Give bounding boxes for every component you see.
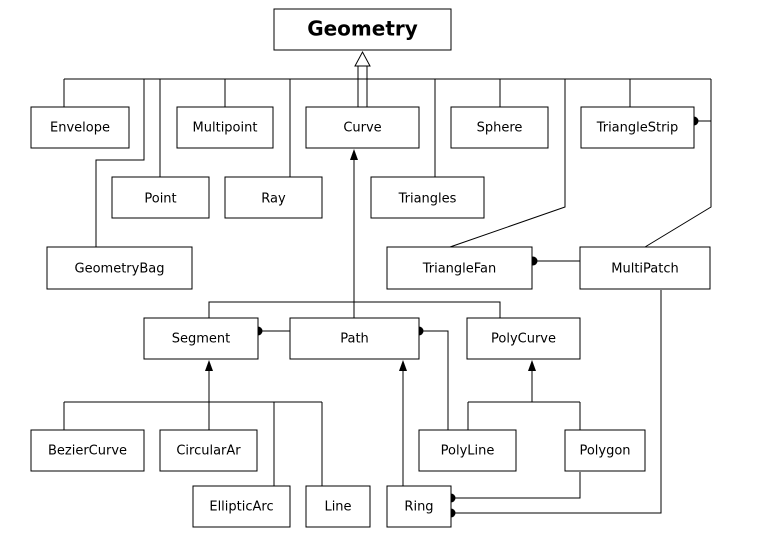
node-poly-line[interactable]: PolyLine xyxy=(418,429,517,472)
path-arrow-icon xyxy=(399,360,407,371)
node-curve[interactable]: Curve xyxy=(305,106,420,149)
connectors xyxy=(63,66,712,514)
node-line[interactable]: Line xyxy=(305,485,371,528)
node-label-geometry: Geometry xyxy=(307,17,418,41)
node-label: TriangleFan xyxy=(422,262,497,277)
node-label: Polygon xyxy=(579,444,630,459)
conn-multi-patch xyxy=(644,79,712,248)
node-elliptic-arc[interactable]: EllipticArc xyxy=(192,485,291,528)
node-label: BezierCurve xyxy=(48,444,127,459)
generalization-arrow-icon xyxy=(354,50,371,67)
node-poly-curve[interactable]: PolyCurve xyxy=(466,317,581,360)
node-label: Multipoint xyxy=(193,121,258,136)
conn-triangle-fan xyxy=(449,79,566,248)
node-label: Sphere xyxy=(477,121,523,136)
segment-arrow-icon xyxy=(205,360,213,371)
conn-geometry-bag xyxy=(95,79,145,247)
node-label: Ray xyxy=(261,192,286,207)
node-path[interactable]: Path xyxy=(289,317,420,360)
node-label: GeometryBag xyxy=(75,262,165,277)
curve-arrow-icon xyxy=(350,149,358,160)
node-ray[interactable]: Ray xyxy=(224,176,323,219)
node-circular-arc[interactable]: CircularAr xyxy=(159,429,258,472)
node-ring[interactable]: Ring xyxy=(386,485,452,528)
node-triangles[interactable]: Triangles xyxy=(370,176,485,219)
node-label: TriangleStrip xyxy=(596,121,679,136)
conn-segment-polycurve-bus xyxy=(208,301,501,318)
node-point[interactable]: Point xyxy=(111,176,210,219)
node-label: PolyLine xyxy=(441,444,495,459)
node-geometry[interactable]: Geometry xyxy=(273,8,452,51)
conn-path-polyline xyxy=(419,330,449,430)
node-label: Segment xyxy=(172,332,231,347)
arrowheads xyxy=(205,50,536,371)
node-triangle-strip[interactable]: TriangleStrip xyxy=(580,106,695,149)
node-label: EllipticArc xyxy=(209,500,273,515)
node-label: PolyCurve xyxy=(491,332,556,347)
node-geometry-bag[interactable]: GeometryBag xyxy=(46,246,193,290)
node-label: MultiPatch xyxy=(611,262,678,277)
conn-polygon-ring xyxy=(451,472,581,499)
conn-multipatch-ring xyxy=(451,290,662,514)
node-label: CircularAr xyxy=(176,444,241,459)
node-label: Envelope xyxy=(50,121,110,136)
node-multi-patch[interactable]: MultiPatch xyxy=(579,246,711,290)
node-multipoint[interactable]: Multipoint xyxy=(176,106,274,149)
node-label: Line xyxy=(324,500,351,515)
node-label: Path xyxy=(340,332,369,347)
node-label: Point xyxy=(144,192,176,207)
node-polygon[interactable]: Polygon xyxy=(564,429,646,472)
node-label: Curve xyxy=(343,121,381,136)
node-triangle-fan[interactable]: TriangleFan xyxy=(386,246,533,290)
node-label: Triangles xyxy=(398,192,457,207)
node-envelope[interactable]: Envelope xyxy=(30,106,130,149)
node-sphere[interactable]: Sphere xyxy=(450,106,549,149)
node-label: Ring xyxy=(404,500,433,515)
node-bezier-curve[interactable]: BezierCurve xyxy=(30,429,145,472)
node-segment[interactable]: Segment xyxy=(143,317,259,360)
polycurve-arrow-icon xyxy=(528,360,536,371)
